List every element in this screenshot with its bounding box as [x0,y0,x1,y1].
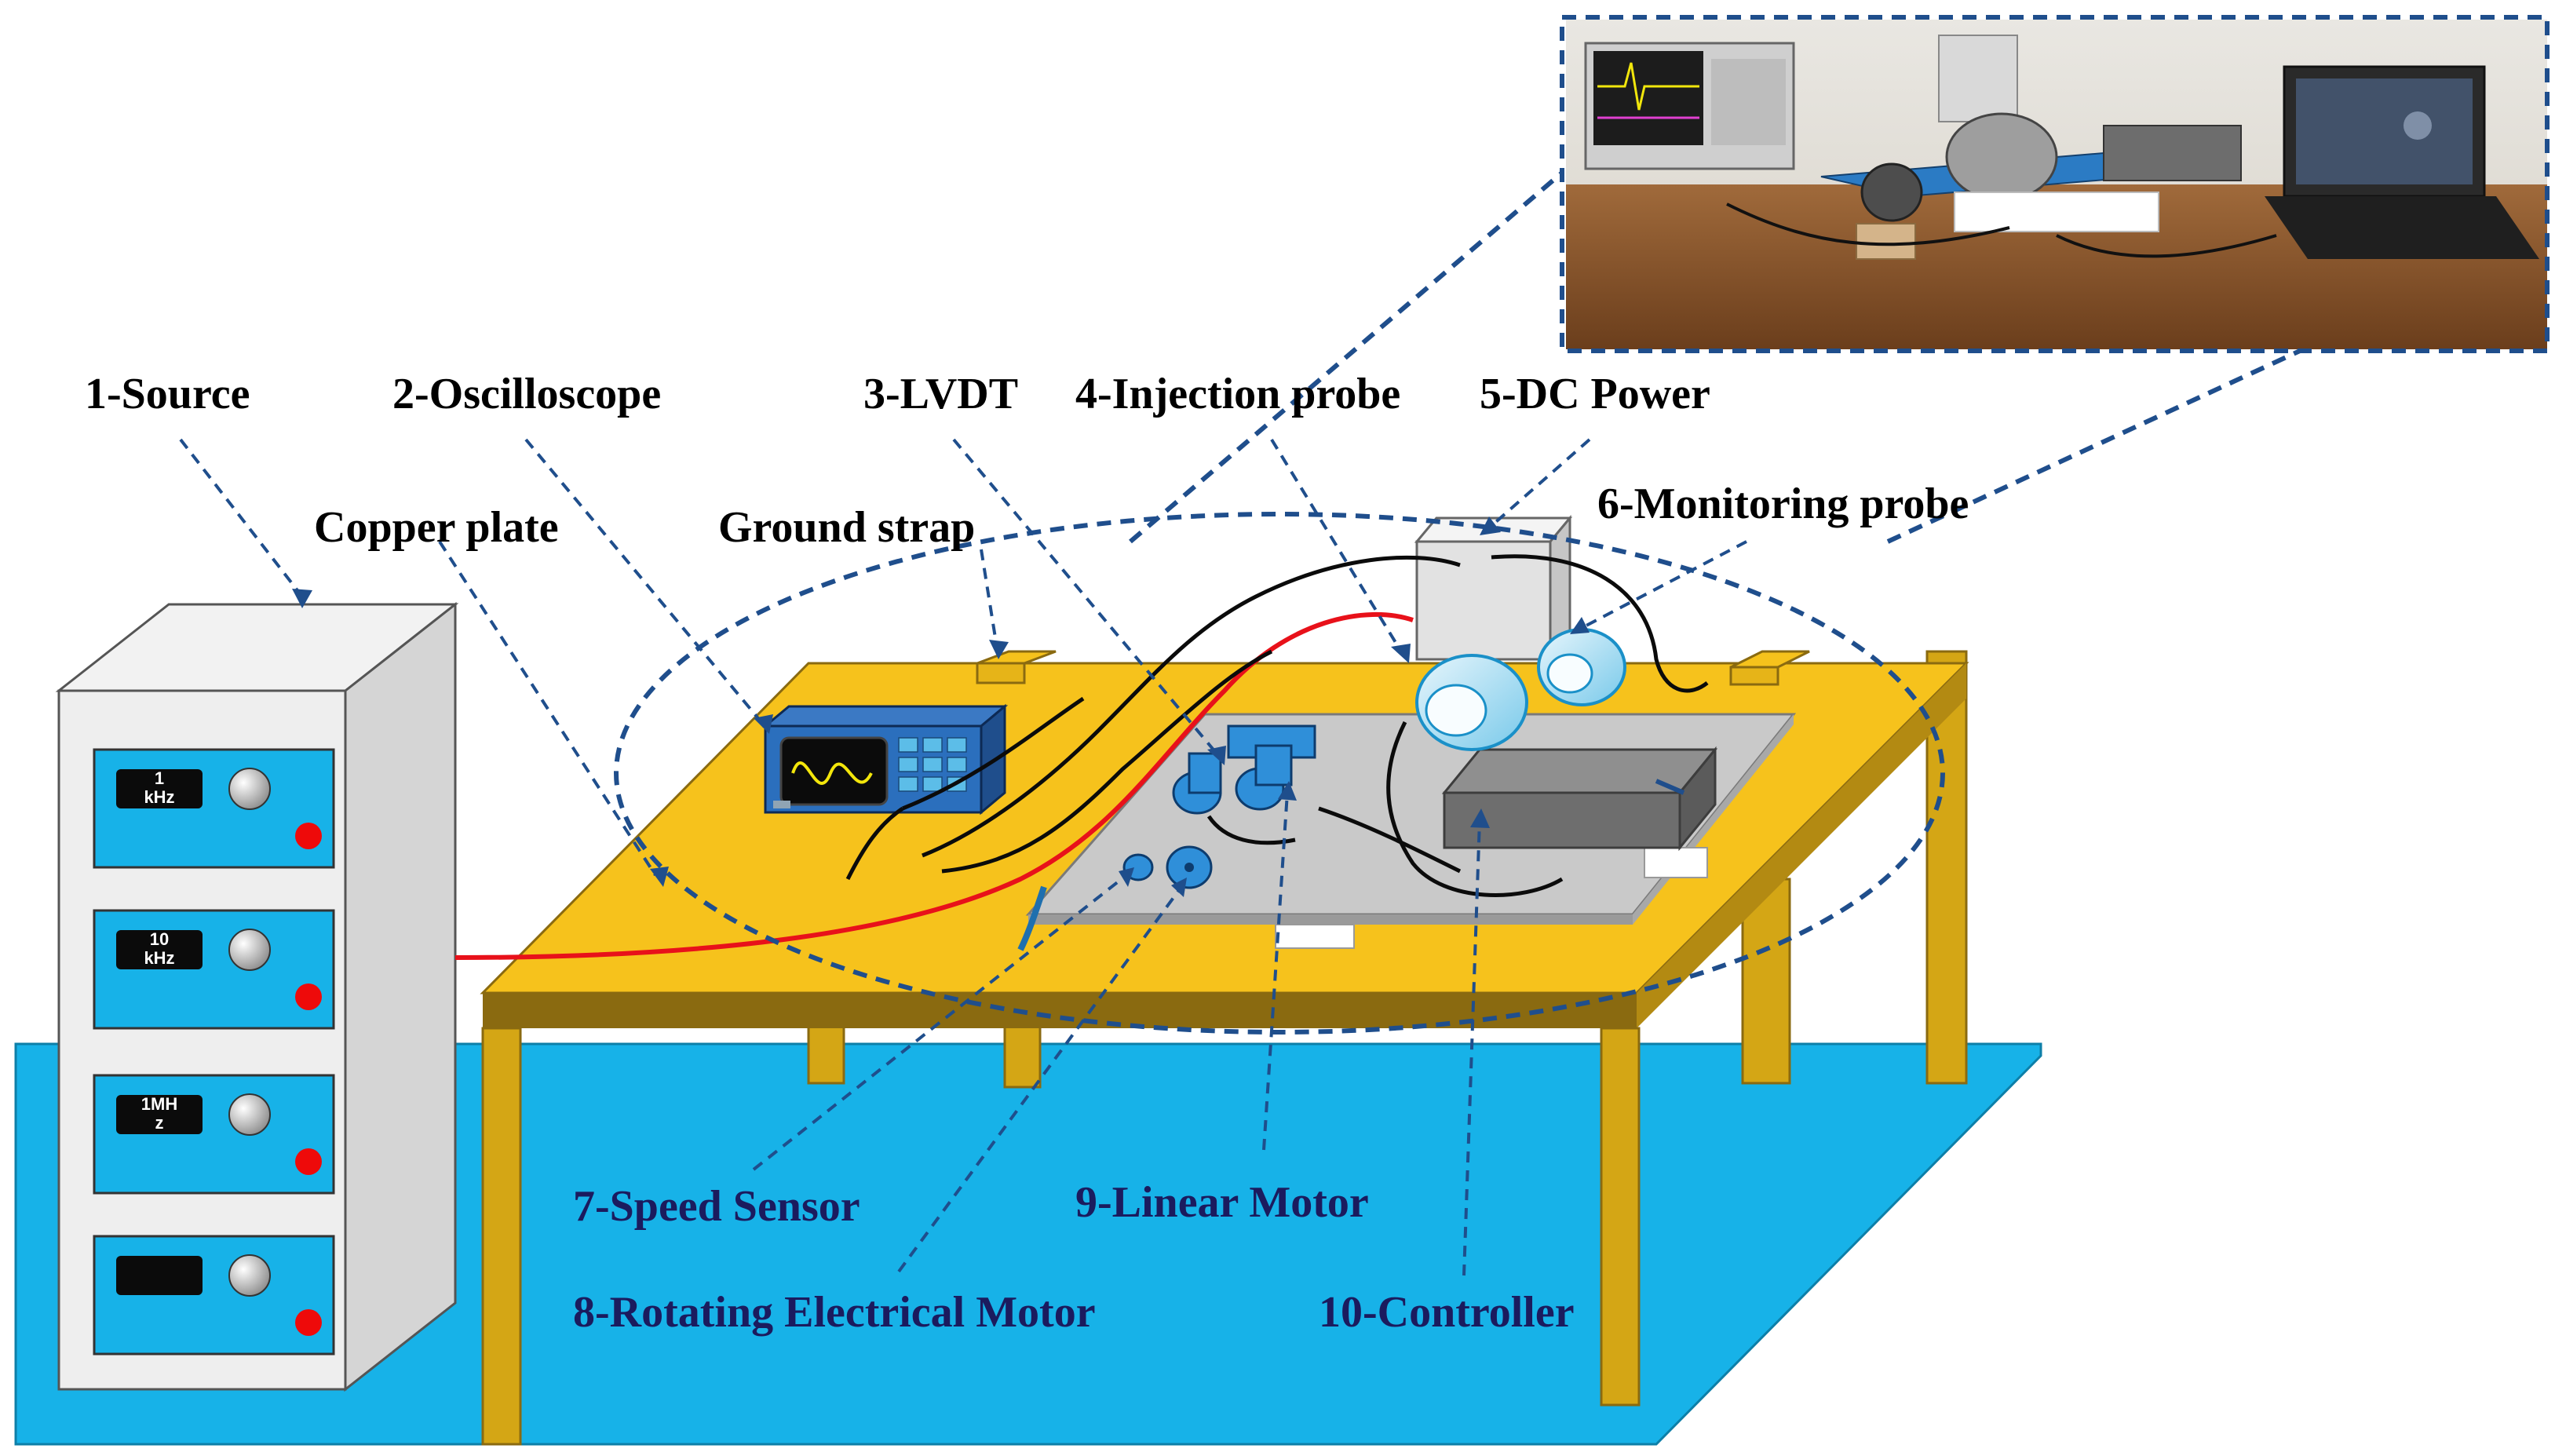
display-screen [116,930,203,969]
label-copper-plate: Copper plate [314,503,559,552]
label-controller: 10-Controller [1319,1288,1575,1337]
knob-icon [228,1093,271,1136]
display-screen [116,1095,203,1134]
oscilloscope-icon [761,703,1009,816]
panel-frequency-text: 1MH [141,1094,177,1114]
red-indicator-icon [295,1148,322,1175]
label-dc-power: 5-DC Power [1480,370,1710,418]
panel-frequency-text: kHz [144,948,174,968]
leader-lines [179,438,1747,1276]
knob-icon [228,768,271,810]
zoom-guide-line-right [1886,348,2301,544]
label-oscilloscope: 2-Oscilloscope [392,370,661,418]
label-ground-strap: Ground strap [718,503,975,552]
panel-frequency-text: kHz [144,787,174,807]
panel-frequency-text: z [155,1113,164,1133]
display-screen [116,1256,203,1295]
floor-plane [14,1042,2042,1446]
ground-strap-pads [976,650,1810,686]
linear-motor [1172,724,1316,815]
red-indicator-icon [295,1309,322,1336]
ring-probe-icon [1415,628,1626,751]
zoom-guide-line-left [1129,170,1564,544]
label-lvdt: 3-LVDT [863,370,1018,418]
knob-icon [228,1254,271,1297]
label-source: 1-Source [85,370,250,418]
dc-power-supply [1414,514,1573,663]
cables [454,554,1709,960]
display-screen [116,769,203,808]
red-indicator-icon [295,823,322,849]
label-injection-probe: 4-Injection probe [1075,370,1400,418]
label-rotating-motor: 8-Rotating Electrical Motor [573,1288,1096,1337]
source-panel [93,1235,335,1356]
red-indicator-icon [295,983,322,1010]
panel-frequency-text: 1 [155,768,164,788]
highlight-ellipse [614,512,1945,1035]
knob-icon [228,929,271,971]
label-speed-sensor: 7-Speed Sensor [573,1182,860,1231]
panel-frequency-text: 10 [150,929,169,949]
label-linear-motor: 9-Linear Motor [1075,1178,1369,1227]
controller [1441,746,1718,852]
setup-photo [1566,20,2547,349]
label-monitoring-probe: 6-Monitoring probe [1597,480,1969,528]
